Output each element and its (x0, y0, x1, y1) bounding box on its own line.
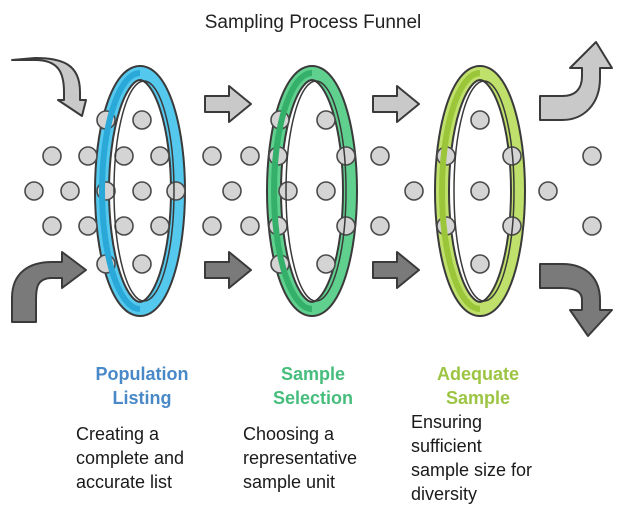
sample-dot (336, 146, 356, 166)
sample-dot (470, 110, 490, 130)
stage-title-adequate-sample: Adequate Sample (403, 362, 553, 410)
sample-dot (78, 216, 98, 236)
description-line: diversity (411, 484, 478, 504)
description-line: Creating a (76, 424, 160, 444)
ring-adequate-sample-front-edge (439, 70, 481, 312)
description-line: accurate list (76, 472, 173, 492)
sample-dot (78, 146, 98, 166)
stage-description-sample-selection: Choosing a representative sample unit (243, 422, 408, 494)
ring-population-listing-front-edge (99, 70, 141, 312)
sample-dot (60, 181, 80, 201)
stage-title-population-listing: Population Listing (67, 362, 217, 410)
arrow-right-icon (204, 251, 252, 289)
sample-dot (114, 216, 134, 236)
ring-sample-selection-inner-edge (285, 80, 347, 302)
sample-dot (150, 146, 170, 166)
sample-dot (370, 216, 390, 236)
sample-dot (240, 216, 260, 236)
ring-sample-selection-front-edge (271, 70, 313, 312)
sample-dot (582, 216, 602, 236)
sample-dot (316, 254, 336, 274)
sample-dot (114, 146, 134, 166)
description-line: representative (243, 448, 358, 468)
sample-dot (470, 254, 490, 274)
sample-dot (470, 181, 490, 201)
description-line: sample unit (243, 472, 336, 492)
arrow-right-icon (372, 251, 420, 289)
sample-dot (132, 110, 152, 130)
sample-dot (42, 146, 62, 166)
description-line: Choosing a (243, 424, 335, 444)
sample-dot (222, 181, 242, 201)
exit-arrow-bottom (539, 263, 613, 337)
sample-dot (132, 254, 152, 274)
sample-dot (202, 146, 222, 166)
sample-dot (582, 146, 602, 166)
ring-population-listing-inner-edge (113, 80, 175, 302)
stage-title-line: Adequate (436, 364, 519, 384)
sample-dot (24, 181, 44, 201)
stage-title-line: Population (95, 364, 189, 384)
arrow-right-icon (372, 85, 420, 123)
stage-title-line: Selection (272, 388, 354, 408)
sample-dot (336, 216, 356, 236)
stage-title-line: Listing (112, 388, 172, 408)
entry-arrow-top (11, 57, 87, 117)
sample-dot (166, 181, 186, 201)
sample-dot (202, 216, 222, 236)
sample-dot (404, 181, 424, 201)
stage-description-population-listing: Creating a complete and accurate list (76, 422, 241, 494)
sample-dot (240, 146, 260, 166)
ring-adequate-sample-inner-edge (453, 80, 515, 302)
sample-dot (316, 181, 336, 201)
entry-arrow-bottom (11, 251, 87, 323)
stage-title-line: Sample (280, 364, 346, 384)
sample-dot (370, 146, 390, 166)
sample-dot (538, 181, 558, 201)
diagram-title: Sampling Process Funnel (204, 12, 422, 33)
arrow-right-icon (204, 85, 252, 123)
sample-dot (150, 216, 170, 236)
description-line: Ensuring (411, 412, 483, 432)
sample-dot (316, 110, 336, 130)
sample-dot (42, 216, 62, 236)
stage-description-adequate-sample: Ensuring sufficient sample size for dive… (411, 410, 576, 506)
description-line: complete and (76, 448, 185, 468)
description-line: sample size for (411, 460, 533, 480)
stage-title-sample-selection: Sample Selection (238, 362, 388, 410)
exit-arrow-top (539, 41, 613, 121)
description-line: sufficient (411, 436, 482, 456)
sample-dot (132, 181, 152, 201)
stage-title-line: Sample (445, 388, 511, 408)
sample-dot (278, 181, 298, 201)
